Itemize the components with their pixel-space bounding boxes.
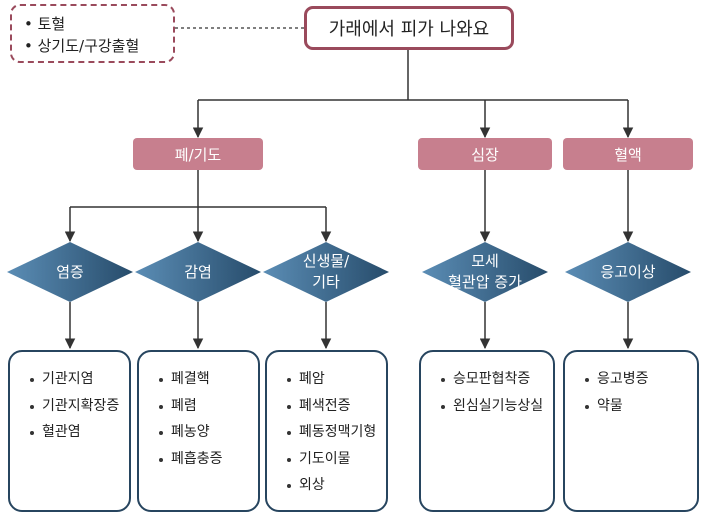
decision-label-inflammation: 염증 xyxy=(20,252,120,292)
decision-text: 모세 xyxy=(471,252,499,270)
cause-item: 외상 xyxy=(287,472,386,499)
cause-item: 폐색전증 xyxy=(287,393,386,420)
cause-item: 폐암 xyxy=(287,366,386,393)
cause-item: 기관지염 xyxy=(30,366,129,393)
category-heart: 심장 xyxy=(418,138,552,170)
decision-text: 혈관압 증가 xyxy=(448,273,522,291)
cause-item: 기도이물 xyxy=(287,446,386,473)
cause-item: 응고병증 xyxy=(585,366,697,393)
cause-item: 폐농양 xyxy=(159,419,258,446)
decision-label-infection: 감염 xyxy=(148,252,248,292)
cause-item: 기관지확장증 xyxy=(30,393,129,420)
cause-item: 폐흡충증 xyxy=(159,446,258,473)
decision-text: 염증 xyxy=(56,262,84,281)
cause-box-inflammation: 기관지염 기관지확장증 혈관염 xyxy=(8,350,131,512)
decision-diamond-coagulation xyxy=(565,242,691,302)
cause-item: 폐결핵 xyxy=(159,366,258,393)
cause-item: 혈관염 xyxy=(30,419,129,446)
root-node: 가래에서 피가 나와요 xyxy=(304,6,514,50)
decision-text: 감염 xyxy=(184,262,212,281)
decision-diamond-capillary xyxy=(422,242,548,302)
decision-label-neoplasm: 신생물/ 기타 xyxy=(276,250,376,294)
decision-diamond-neoplasm xyxy=(263,242,389,302)
category-lung-airway: 폐/기도 xyxy=(133,138,263,170)
cause-box-neoplasm: 폐암 폐색전증 폐동정맥기형 기도이물 외상 xyxy=(265,350,388,512)
note-item: 토혈 xyxy=(24,13,173,35)
decision-text: 신생물/ xyxy=(302,252,350,270)
category-label: 폐/기도 xyxy=(174,145,222,164)
cause-box-capillary: 승모판협착증 왼심실기능상실 xyxy=(419,350,555,512)
cause-box-infection: 폐결핵 폐렴 폐농양 폐흡충증 xyxy=(137,350,260,512)
cause-item: 승모판협착증 xyxy=(441,366,553,393)
category-label: 혈액 xyxy=(614,145,642,164)
note-item: 상기도/구강출혈 xyxy=(24,35,173,57)
category-blood: 혈액 xyxy=(563,138,693,170)
excluded-sources-note: 토혈 상기도/구강출혈 xyxy=(10,4,175,63)
category-label: 심장 xyxy=(471,145,499,164)
decision-text: 응고이상 xyxy=(600,262,656,281)
decision-diamond-infection xyxy=(135,242,261,302)
decision-diamond-inflammation xyxy=(7,242,133,302)
decision-label-coagulation: 응고이상 xyxy=(578,252,678,292)
cause-item: 폐동정맥기형 xyxy=(287,419,386,446)
decision-text: 기타 xyxy=(312,273,340,291)
cause-box-coagulation: 응고병증 약물 xyxy=(563,350,699,512)
root-title: 가래에서 피가 나와요 xyxy=(328,19,490,40)
decision-label-capillary: 모세 혈관압 증가 xyxy=(425,250,545,294)
cause-item: 왼심실기능상실 xyxy=(441,393,553,420)
cause-item: 약물 xyxy=(585,393,697,420)
cause-item: 폐렴 xyxy=(159,393,258,420)
